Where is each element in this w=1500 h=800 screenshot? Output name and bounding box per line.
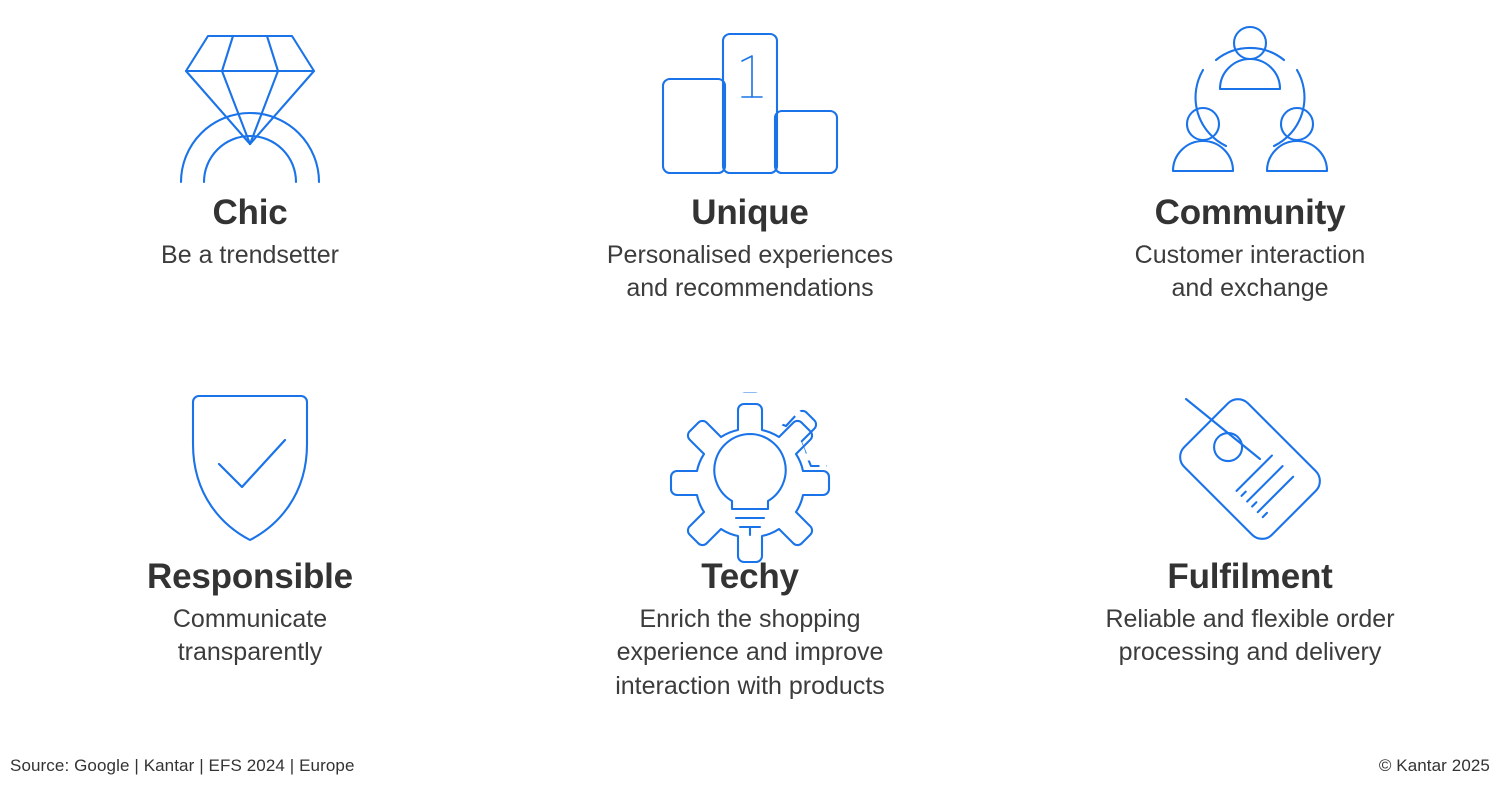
value-card-description: Be a trendsetter — [161, 240, 339, 269]
value-card-title: Chic — [212, 193, 288, 232]
price-tag-icon — [1168, 382, 1333, 554]
value-card-unique: Unique Personalised experiences and reco… — [500, 0, 1000, 370]
value-card-title: Responsible — [147, 557, 353, 596]
shield-check-icon — [185, 382, 315, 554]
copyright-note: © Kantar 2025 — [1378, 756, 1490, 775]
value-card-description: Enrich the shopping experience and impro… — [615, 604, 885, 700]
value-card-description: Reliable and flexible order processing a… — [1105, 604, 1395, 667]
value-card-chic: Chic Be a trendsetter — [0, 0, 500, 370]
value-card-grid: Chic Be a trendsetter — [0, 0, 1500, 740]
value-card-techy: Techy Enrich the shopping experience and… — [500, 370, 1000, 740]
value-card-responsible: Responsible Communicate transparently — [0, 370, 500, 740]
value-card-fulfilment: Fulfilment Reliable and flexible order p… — [1000, 370, 1500, 740]
community-people-icon — [1170, 18, 1330, 190]
value-card-title: Community — [1154, 193, 1346, 232]
diamond-ring-icon — [175, 18, 325, 190]
value-card-description: Personalised experiences and recommendat… — [606, 240, 894, 303]
podium-first-place-icon — [660, 18, 840, 190]
value-card-title: Unique — [691, 193, 809, 232]
value-card-community: Community Customer interaction and excha… — [1000, 0, 1500, 370]
value-card-description: Customer interaction and exchange — [1134, 240, 1366, 303]
gear-lightbulb-icon — [669, 382, 831, 564]
source-note: Source: Google | Kantar | EFS 2024 | Eur… — [10, 756, 355, 775]
slide-footer: Source: Google | Kantar | EFS 2024 | Eur… — [0, 740, 1500, 800]
value-card-description: Communicate transparently — [172, 604, 328, 667]
value-card-title: Fulfilment — [1167, 557, 1333, 596]
value-card-title: Techy — [701, 557, 799, 596]
